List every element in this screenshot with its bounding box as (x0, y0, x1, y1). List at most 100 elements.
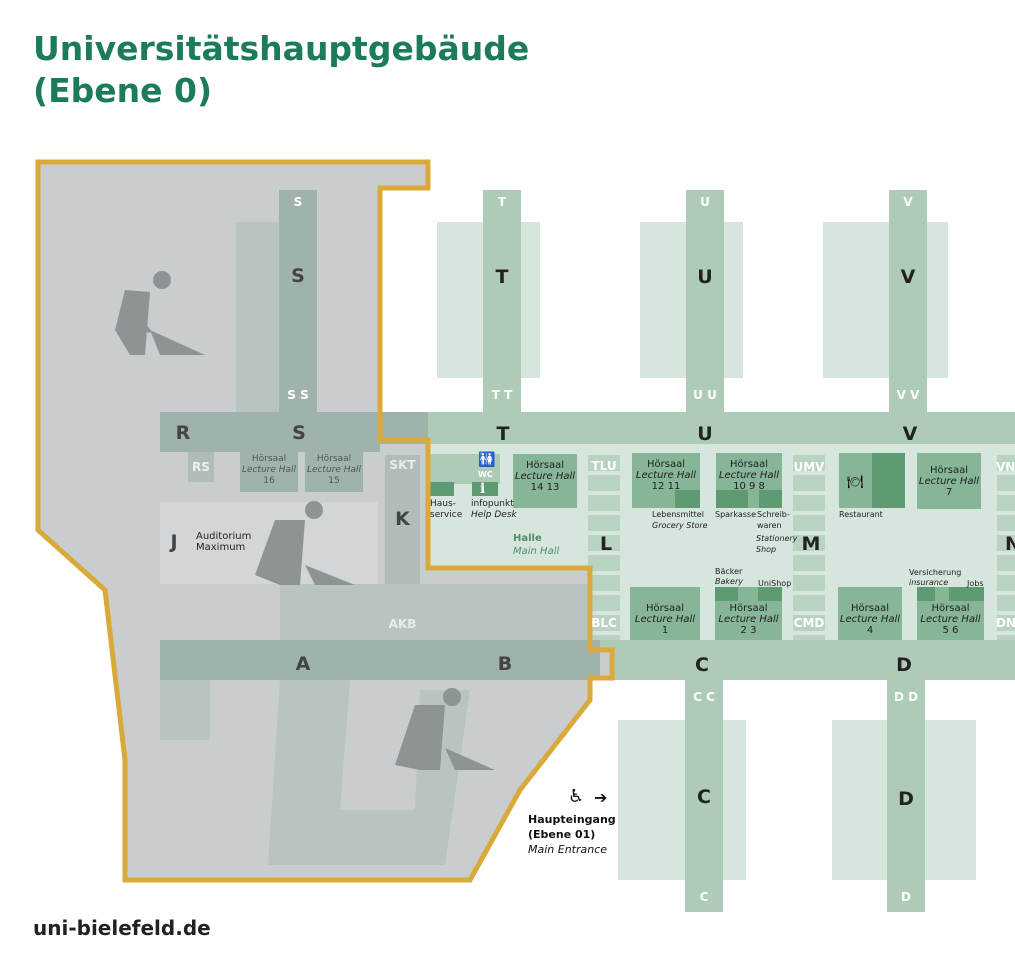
entrance-level: (Ebene 01) (528, 828, 596, 841)
wing-d-core (887, 680, 925, 912)
wing-tag-umv: UMV (793, 460, 825, 474)
versicherung-label: Versicherung (909, 568, 962, 577)
corridor-label-s: S (292, 422, 306, 444)
hall-number: 10 9 8 (733, 481, 765, 492)
sparkasse-room (716, 490, 748, 508)
hall-number: 1 (661, 625, 669, 636)
sparkasse-label: Sparkasse (715, 510, 756, 519)
hall-label-en: Lecture Hall (918, 476, 980, 487)
hall-label: Hörsaal (526, 460, 564, 471)
schreibwaren-label: Schreib- waren (757, 510, 790, 530)
wing-label-t: T (495, 266, 509, 288)
wing-tag-dnd: DND (996, 616, 1015, 630)
hall-number: 16 (263, 476, 275, 486)
wing-tag-c: C (699, 890, 709, 904)
wing-label-v: V (900, 266, 916, 288)
entrance-label: Haupteingang (528, 813, 616, 826)
wing-label-s: S (291, 265, 305, 287)
wing-tag-d: D (901, 890, 911, 904)
wing-tag-uu: U U (693, 388, 717, 402)
hall-label: Hörsaal (930, 465, 968, 476)
wing-label-l: L (599, 533, 613, 555)
wing-label-n: N (1005, 533, 1015, 555)
wing-v-core (889, 190, 927, 412)
insurance-room (917, 587, 935, 601)
wing-tag-cc: C C (693, 690, 715, 704)
hall-number: 14 13 (530, 482, 560, 493)
hall-label: Hörsaal (729, 603, 768, 614)
hall-number: 4 (866, 625, 874, 636)
stationery-label: Stationery Shop (756, 534, 798, 554)
hall-label: Hörsaal (251, 454, 287, 464)
construction-worker-icon (115, 271, 205, 355)
wing-tag-tlu: TLU (591, 459, 617, 473)
corridor-label-t: T (496, 423, 510, 445)
wing-tag-tt: T T (491, 388, 513, 402)
wing-label-c: C (697, 786, 711, 808)
footer-url[interactable]: uni-bielefeld.de (33, 916, 211, 940)
hall-front (428, 454, 500, 484)
unishop-label: UniShop (758, 579, 792, 588)
wing-label-b: B (497, 653, 513, 675)
hall-label-en: Lecture Hall (718, 614, 779, 625)
wing-tag-cmd: CMD (793, 616, 825, 630)
arrow-right-icon: ➔ (594, 788, 608, 807)
corridor-label-c: C (695, 654, 709, 676)
wing-u-core (686, 190, 724, 412)
hall-label: Hörsaal (851, 603, 889, 614)
hall-label-en: Lecture Hall (241, 465, 297, 475)
halle-label: Halle (513, 533, 542, 544)
wing-tag-u: U (700, 195, 710, 209)
wing-c-core (685, 680, 723, 912)
wing-c (618, 720, 746, 880)
hall-number: 15 (328, 476, 340, 486)
hall-label-en: Lecture Hall (920, 614, 981, 625)
hall-number: 7 (945, 487, 953, 498)
insurance-label: insurance (909, 578, 949, 587)
grocery-room (675, 490, 700, 508)
wing-tag-vnv: VNV (996, 460, 1015, 474)
info-icon: i (480, 481, 486, 497)
baecker-label: Bäcker (715, 567, 743, 576)
bakery-label: Bakery (715, 577, 743, 586)
corridor-cd (600, 640, 1015, 680)
column-n (997, 455, 1015, 640)
wing-label-r: R (175, 422, 191, 444)
wing-tag-rs: RS (192, 460, 210, 474)
wc-icon: 🚻 (478, 452, 496, 468)
column-m (793, 455, 825, 640)
grocery-label: Grocery Store (652, 521, 708, 530)
hall-label: Hörsaal (730, 459, 768, 470)
wing-tag-v: V (903, 195, 913, 209)
corridor-label-u: U (697, 423, 713, 445)
wing-tag-akb: AKB (388, 617, 417, 631)
wing-tag-vv: V V (896, 388, 920, 402)
hall-label: Hörsaal (316, 454, 352, 464)
hall-number: 12 11 (651, 481, 681, 492)
hall-label-en: Lecture Hall (839, 614, 901, 625)
jobs-label: Jobs (967, 579, 984, 588)
wc-label: WC (478, 470, 493, 479)
title-line1: Universitätshauptgebäude (33, 29, 530, 68)
wing-tag-t: T (497, 195, 507, 209)
jobs-room (949, 587, 984, 601)
construction-worker-icon (255, 501, 355, 585)
restaurant-room: 🍽 (839, 453, 905, 508)
bakery-room (715, 587, 738, 601)
wing-label-u: U (697, 266, 713, 288)
auditorium-label: Auditorium (196, 531, 252, 542)
restaurant-label: Restaurant (839, 510, 883, 519)
column-l (588, 455, 620, 640)
lebensmittel-label: Lebensmittel (652, 510, 704, 519)
hall-label-en: Lecture Hall (635, 470, 697, 481)
unishop-room (758, 587, 782, 601)
wing-label-a: A (295, 653, 311, 675)
